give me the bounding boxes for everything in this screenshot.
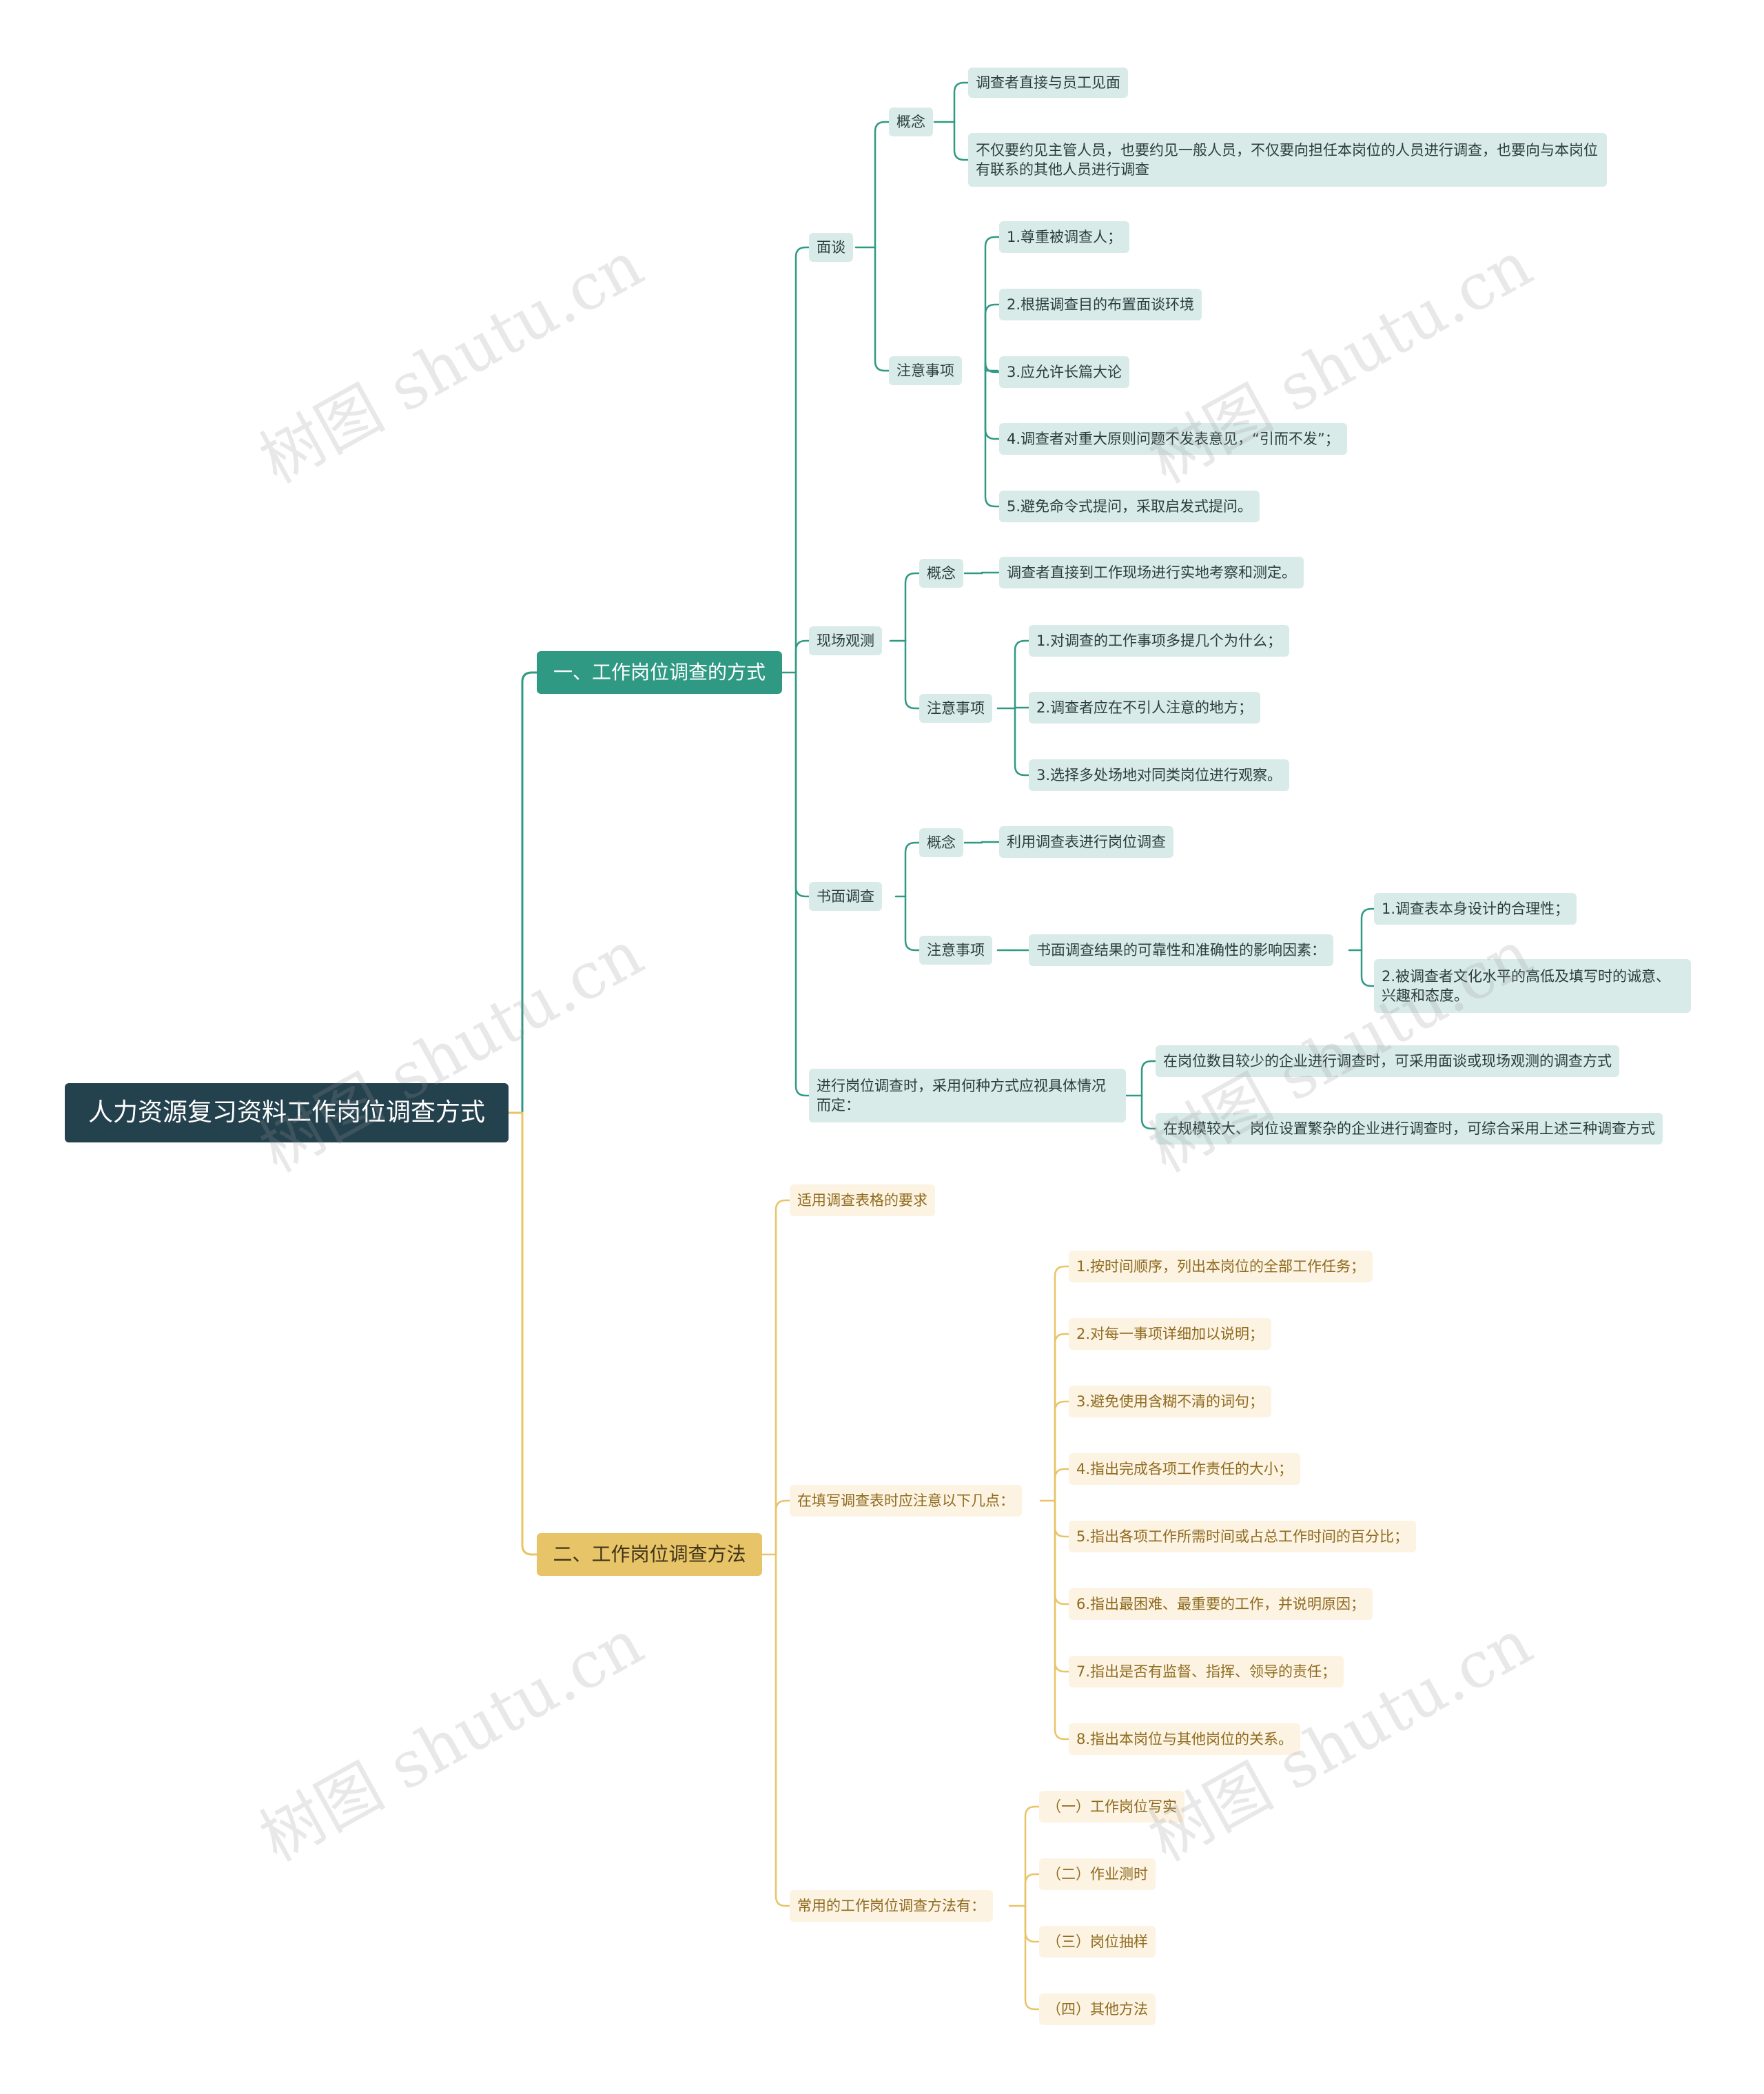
connector-line <box>904 639 921 710</box>
written-concept[interactable]: 概念 <box>919 828 963 857</box>
connector-line <box>1014 639 1030 710</box>
fill-note-item[interactable]: 6.指出最困难、最重要的工作，并说明原因； <box>1069 1588 1373 1620</box>
fill-note-item[interactable]: 2.对每一事项详细加以说明； <box>1069 1318 1272 1350</box>
connector-line <box>521 1111 538 1556</box>
connector-line <box>1054 1499 1070 1605</box>
connector-line <box>1054 1499 1070 1673</box>
branch-survey-methods[interactable]: 二、工作岗位调查方法 <box>537 1533 762 1576</box>
connector-line <box>1014 707 1030 777</box>
connector-line <box>984 369 1001 440</box>
connector-line <box>1360 949 1375 987</box>
written-notes[interactable]: 注意事项 <box>919 936 992 965</box>
observation-note-item[interactable]: 1.对调查的工作事项多提几个为什么； <box>1029 625 1290 657</box>
interview-concept-item[interactable]: 调查者直接与员工见面 <box>968 68 1128 98</box>
interview-note-item[interactable]: 5.避免命令式提问，采取启发式提问。 <box>999 491 1260 522</box>
topic-common-methods[interactable]: 常用的工作岗位调查方法有： <box>790 1890 993 1922</box>
connector-line <box>874 121 890 249</box>
connector-line <box>775 1199 791 1556</box>
connector-line <box>1140 1060 1157 1097</box>
topic-written-survey[interactable]: 书面调查 <box>809 882 882 911</box>
connector-line <box>775 1553 791 1907</box>
connector-line <box>904 572 921 642</box>
written-factors[interactable]: 书面调查结果的可靠性和准确性的影响因素： <box>1029 934 1333 966</box>
connector-line <box>1024 1805 1040 1907</box>
topic-fill-notes[interactable]: 在填写调查表时应注意以下几点： <box>790 1485 1022 1517</box>
fill-note-item[interactable]: 4.指出完成各项工作责任的大小； <box>1069 1453 1301 1485</box>
fill-note-item[interactable]: 8.指出本岗位与其他岗位的关系。 <box>1069 1723 1301 1755</box>
root-topic[interactable]: 人力资源复习资料工作岗位调查方式 <box>65 1083 509 1142</box>
connector-line <box>794 246 810 674</box>
connector-line <box>794 671 810 898</box>
observation-concept-item[interactable]: 调查者直接到工作现场进行实地考察和测定。 <box>999 557 1304 588</box>
connector-line <box>904 895 921 952</box>
interview-concept-item[interactable]: 不仅要约见主管人员，也要约见一般人员，不仅要向担任本岗位的人员进行调查，也要向与… <box>968 133 1607 187</box>
connector-line <box>775 1499 791 1556</box>
connector-line <box>521 671 538 1114</box>
connector-line <box>984 303 1001 372</box>
connector-line <box>1024 1905 1040 1943</box>
connector-line <box>1024 1905 1040 2011</box>
topic-interview[interactable]: 面谈 <box>809 233 853 262</box>
connector-line <box>1054 1499 1070 1741</box>
connector-line <box>984 362 1001 373</box>
written-factor-item[interactable]: 1.调查表本身设计的合理性； <box>1374 893 1577 925</box>
observation-note-item[interactable]: 3.选择多处场地对同类岗位进行观察。 <box>1029 759 1290 791</box>
observation-concept[interactable]: 概念 <box>919 559 963 588</box>
topic-choice[interactable]: 进行岗位调查时，采用何种方式应视具体情况而定： <box>809 1069 1126 1122</box>
topic-form-requirements[interactable]: 适用调查表格的要求 <box>790 1184 935 1216</box>
connector-line <box>1360 907 1375 952</box>
method-item[interactable]: （一）工作岗位写实 <box>1039 1791 1184 1823</box>
interview-note-item[interactable]: 2.根据调查目的布置面谈环境 <box>999 289 1202 320</box>
observation-notes[interactable]: 注意事项 <box>919 694 992 723</box>
connector-line <box>984 369 1001 508</box>
interview-concept[interactable]: 概念 <box>889 107 933 136</box>
connector-line <box>1054 1333 1070 1502</box>
connector-line <box>953 81 970 123</box>
connector-line <box>794 639 810 674</box>
observation-note-item[interactable]: 2.调查者应在不引人注意的地方； <box>1029 692 1261 723</box>
connector-line <box>1140 1094 1157 1130</box>
method-item[interactable]: （三）岗位抽样 <box>1039 1926 1156 1958</box>
branch-survey-modes[interactable]: 一、工作岗位调查的方式 <box>537 651 782 694</box>
connector-line <box>984 236 1001 372</box>
choice-item[interactable]: 在岗位数目较少的企业进行调查时，可采用面谈或现场观测的调查方式 <box>1156 1045 1619 1077</box>
fill-note-item[interactable]: 5.指出各项工作所需时间或占总工作时间的百分比； <box>1069 1521 1417 1552</box>
fill-note-item[interactable]: 7.指出是否有监督、指挥、领导的责任； <box>1069 1656 1344 1687</box>
interview-note-item[interactable]: 3.应允许长篇大论 <box>999 356 1130 388</box>
connector-line <box>1054 1265 1070 1502</box>
connector-line <box>794 671 810 1097</box>
topic-observation[interactable]: 现场观测 <box>809 626 882 655</box>
connector-line <box>953 121 970 161</box>
interview-note-item[interactable]: 4.调查者对重大原则问题不发表意见，“引而不发”； <box>999 423 1347 455</box>
connector-line <box>904 841 921 898</box>
connector-line <box>874 246 890 372</box>
connector-line <box>1054 1400 1070 1502</box>
interview-notes[interactable]: 注意事项 <box>889 356 962 385</box>
connector-line <box>1054 1468 1070 1502</box>
method-item[interactable]: （二）作业测时 <box>1039 1858 1156 1890</box>
connector-line <box>1024 1873 1040 1907</box>
fill-note-item[interactable]: 1.按时间顺序，列出本岗位的全部工作任务； <box>1069 1251 1373 1282</box>
interview-note-item[interactable]: 1.尊重被调查人； <box>999 221 1130 253</box>
fill-note-item[interactable]: 3.避免使用含糊不清的词句； <box>1069 1386 1272 1417</box>
written-concept-item[interactable]: 利用调查表进行岗位调查 <box>999 826 1173 858</box>
connector-line <box>1054 1499 1070 1538</box>
written-factor-item[interactable]: 2.被调查者文化水平的高低及填写时的诚意、兴趣和态度。 <box>1374 959 1691 1013</box>
choice-item[interactable]: 在规模较大、岗位设置繁杂的企业进行调查时，可综合采用上述三种调查方式 <box>1156 1113 1663 1144</box>
method-item[interactable]: （四）其他方法 <box>1039 1993 1156 2025</box>
